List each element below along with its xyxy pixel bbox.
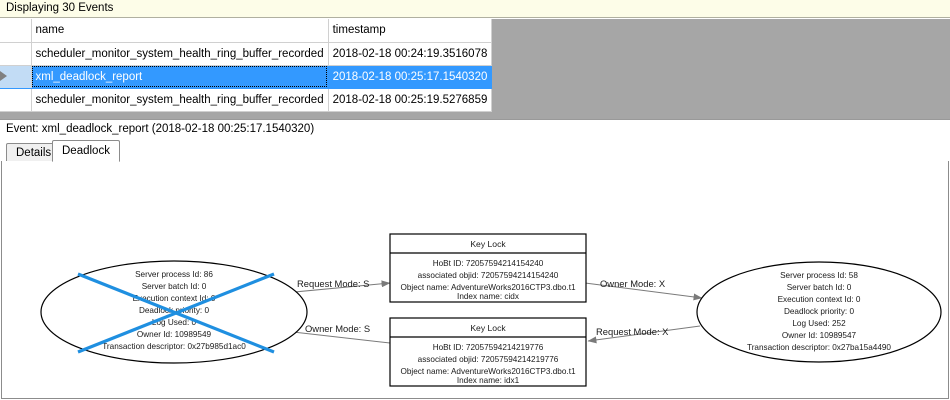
process-line-server-process-id: Server process Id: 58 xyxy=(780,271,858,280)
process-line-log-used: Log Used: 252 xyxy=(792,319,846,328)
row-selector-cell[interactable] xyxy=(0,65,32,89)
resource-box xyxy=(389,317,587,387)
resource-line-object-name: Object name: AdventureWorks2016CTP3.dbo.… xyxy=(400,367,576,376)
cell-event-timestamp[interactable]: 2018-02-18 00:25:17.1540320 xyxy=(328,65,493,89)
column-header-selector[interactable] xyxy=(0,19,32,43)
edge-request-mode-x: Request Mode: X xyxy=(587,325,701,344)
process-line-execution-context-id: Execution context Id: 0 xyxy=(778,295,861,304)
table-row-selected[interactable]: xml_deadlock_report 2018-02-18 00:25:17.… xyxy=(0,65,493,89)
events-table-body: scheduler_monitor_system_health_ring_buf… xyxy=(0,42,493,112)
process-line-server-batch-id: Server batch Id: 0 xyxy=(142,282,207,291)
cell-event-name[interactable]: scheduler_monitor_system_health_ring_buf… xyxy=(31,88,329,112)
edge-label: Request Mode: X xyxy=(596,326,669,337)
resource-line-hobt-id: HoBt ID: 72057594214219776 xyxy=(433,343,544,352)
tabstrip: Details Deadlock xyxy=(0,140,950,162)
displaying-events-label: Displaying 30 Events xyxy=(6,2,114,14)
edge-label: Owner Mode: X xyxy=(600,278,666,289)
column-header-timestamp[interactable]: timestamp xyxy=(328,19,493,43)
row-selector-cell[interactable] xyxy=(0,42,32,66)
cell-event-timestamp[interactable]: 2018-02-18 00:24:19.3516078 xyxy=(328,42,493,66)
tab-deadlock[interactable]: Deadlock xyxy=(52,140,120,162)
table-row[interactable]: scheduler_monitor_system_health_ring_buf… xyxy=(0,88,493,112)
events-table: name timestamp scheduler_monitor_system_… xyxy=(0,19,493,112)
column-header-name[interactable]: name xyxy=(31,19,329,43)
cell-event-name[interactable]: xml_deadlock_report xyxy=(31,65,329,89)
event-title-label: Event: xml_deadlock_report (2018-02-18 0… xyxy=(6,123,315,135)
row-selector-cell[interactable] xyxy=(0,88,32,112)
victim-cross-icon xyxy=(77,272,275,354)
process-ellipse xyxy=(696,261,942,363)
current-row-arrow-icon xyxy=(0,71,7,82)
edge-label: Request Mode: S xyxy=(297,278,369,289)
process-line-owner-id: Owner Id: 10989549 xyxy=(137,330,212,339)
table-header-row: name timestamp xyxy=(0,19,493,43)
process-line-transaction-descriptor: Transaction descriptor: 0x27ba15a4490 xyxy=(747,343,891,352)
events-grid[interactable]: name timestamp scheduler_monitor_system_… xyxy=(0,19,950,119)
process-node-victim[interactable]: Server process Id: 86 Server batch Id: 0… xyxy=(40,260,308,364)
events-table-head: name timestamp xyxy=(0,19,493,43)
resource-line-index-name: Index name: cidx xyxy=(457,292,519,301)
edge-line xyxy=(584,282,703,301)
cell-event-name[interactable]: scheduler_monitor_system_health_ring_buf… xyxy=(31,42,329,66)
resource-title: Key Lock xyxy=(470,323,506,333)
process-line-deadlock-priority: Deadlock priority: 0 xyxy=(139,306,210,315)
resource-node-key-lock-top[interactable]: Key Lock HoBt ID: 72057594214154240 asso… xyxy=(389,233,587,303)
process-line-log-used: Log Used: 0 xyxy=(152,318,197,327)
process-line-server-batch-id: Server batch Id: 0 xyxy=(787,283,852,292)
deadlock-graph: Request Mode: S Owner Mode: S Owner Mode… xyxy=(40,233,942,387)
process-node-surviving[interactable]: Server process Id: 58 Server batch Id: 0… xyxy=(696,261,942,363)
cell-event-timestamp[interactable]: 2018-02-18 00:25:19.5276859 xyxy=(328,88,493,112)
resource-line-hobt-id: HoBt ID: 72057594214154240 xyxy=(433,259,544,268)
resource-node-key-lock-bottom[interactable]: Key Lock HoBt ID: 72057594214219776 asso… xyxy=(389,317,587,387)
deadlock-graph-panel[interactable]: Request Mode: S Owner Mode: S Owner Mode… xyxy=(1,161,949,399)
status-strip: Displaying 30 Events xyxy=(0,0,950,18)
edge-owner-mode-x: Owner Mode: X xyxy=(584,278,703,301)
edge-line xyxy=(587,325,701,344)
resource-box xyxy=(389,233,587,303)
process-line-transaction-descriptor: Transaction descriptor: 0x27b985d1ac0 xyxy=(102,342,246,351)
process-line-owner-id: Owner Id: 10989547 xyxy=(782,331,857,340)
resource-line-associated-objid: associated objid: 72057594214154240 xyxy=(418,271,559,280)
resource-line-object-name: Object name: AdventureWorks2016CTP3.dbo.… xyxy=(400,283,576,292)
table-row[interactable]: scheduler_monitor_system_health_ring_buf… xyxy=(0,42,493,66)
resource-line-associated-objid: associated objid: 72057594214219776 xyxy=(418,355,559,364)
resource-line-index-name: Index name: idx1 xyxy=(457,376,520,385)
process-line-deadlock-priority: Deadlock priority: 0 xyxy=(784,307,855,316)
edge-label: Owner Mode: S xyxy=(305,323,370,334)
event-detail-header: Event: xml_deadlock_report (2018-02-18 0… xyxy=(0,119,950,140)
resource-title: Key Lock xyxy=(470,239,506,249)
process-line-execution-context-id: Execution context Id: 0 xyxy=(133,294,216,303)
process-line-server-process-id: Server process Id: 86 xyxy=(135,270,213,279)
